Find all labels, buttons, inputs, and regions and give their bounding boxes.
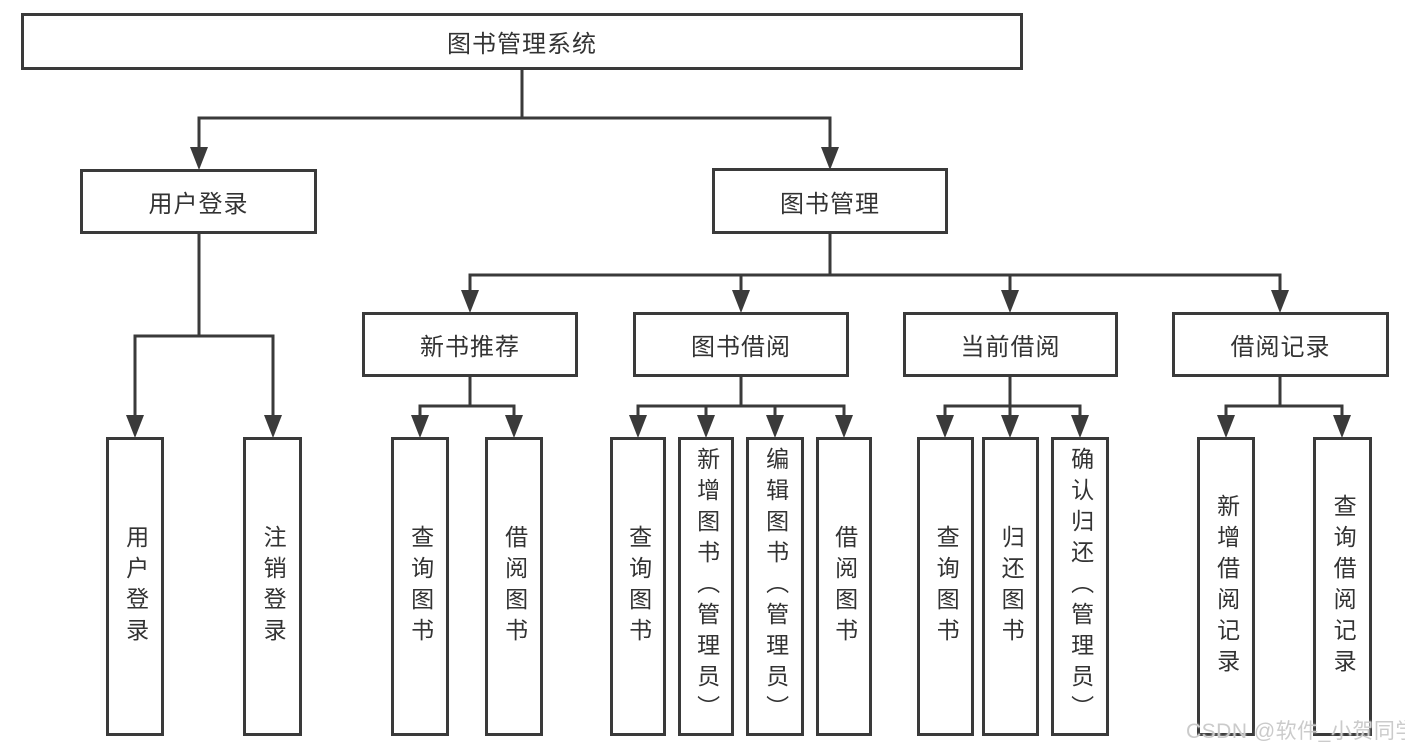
leaf-query-books-current: 查询图书 bbox=[917, 437, 974, 736]
leaf-add-book-admin: 新增图书（管理员） bbox=[678, 437, 734, 736]
leaf-confirm-return-admin: 确认归还（管理员） bbox=[1051, 437, 1109, 736]
leaf-add-borrow-record: 新增借阅记录 bbox=[1197, 437, 1255, 736]
arrowhead-icons bbox=[126, 147, 1351, 438]
leaf-query-borrow-record: 查询借阅记录 bbox=[1313, 437, 1372, 736]
leaf-return-books: 归还图书 bbox=[982, 437, 1039, 736]
leaf-edit-book-admin: 编辑图书（管理员） bbox=[746, 437, 804, 736]
node-book-borrow: 图书借阅 bbox=[633, 312, 849, 377]
node-book-management: 图书管理 bbox=[712, 168, 948, 234]
node-current-borrow: 当前借阅 bbox=[903, 312, 1118, 377]
node-new-book-recommend: 新书推荐 bbox=[362, 312, 578, 377]
leaf-borrow-books: 借阅图书 bbox=[816, 437, 872, 736]
leaf-query-books-recommend: 查询图书 bbox=[391, 437, 449, 736]
node-library-management-system: 图书管理系统 bbox=[21, 13, 1023, 70]
csdn-watermark: CSDN @软件_小贺同学 bbox=[1186, 720, 1405, 743]
leaf-borrow-books-recommend: 借阅图书 bbox=[485, 437, 543, 736]
node-user-login: 用户登录 bbox=[80, 169, 317, 234]
leaf-query-books-borrow: 查询图书 bbox=[610, 437, 666, 736]
leaf-logout: 注销登录 bbox=[243, 437, 302, 736]
leaf-user-login: 用户登录 bbox=[106, 437, 164, 736]
node-borrow-records: 借阅记录 bbox=[1172, 312, 1389, 377]
